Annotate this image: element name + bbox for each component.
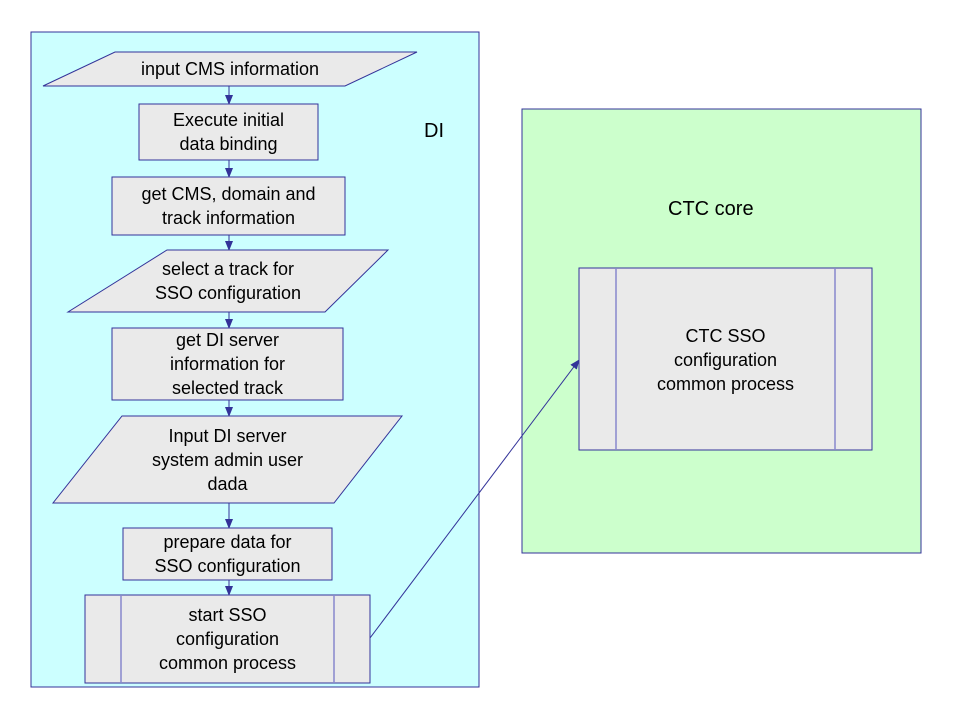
step-execute-binding-shape[interactable]: [138, 103, 319, 161]
step-get-di-server-label: get DI server information for selected t…: [169, 330, 286, 398]
step-get-di-server-shape[interactable]: [111, 327, 344, 401]
ctc-core-title: CTC core: [668, 198, 754, 220]
step-execute-binding-label: Execute initial data binding: [172, 110, 285, 154]
step-get-cms-label: get CMS, domain and track information: [141, 184, 316, 228]
step-start-sso-shape[interactable]: [84, 594, 371, 684]
step-start-sso-label: start SSO configuration common process: [158, 605, 297, 673]
di-title: DI: [424, 120, 444, 142]
step-input-cms-shape[interactable]: [42, 51, 418, 87]
step-get-cms-shape[interactable]: [111, 176, 346, 236]
ctc-sso-process-shape[interactable]: [578, 267, 873, 451]
step-prepare-data-label: prepare data for SSO configuration: [154, 532, 301, 576]
step-input-cms-label: input CMS information: [140, 59, 320, 79]
ctc-sso-process-label: CTC SSO configuration common process: [656, 326, 795, 394]
step-select-track-shape[interactable]: [66, 249, 390, 313]
step-input-di-admin-label: Input DI server system admin user dada: [151, 425, 304, 494]
step-prepare-data-shape[interactable]: [122, 527, 333, 581]
connector-s8-ctc: [369, 359, 580, 639]
step-input-di-admin-shape[interactable]: [51, 415, 404, 504]
step-select-track-label: select a track for SSO configuration: [154, 259, 302, 303]
